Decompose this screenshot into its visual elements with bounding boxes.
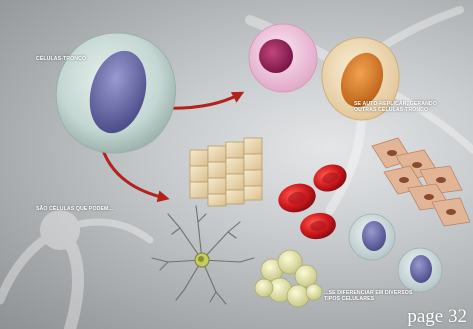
label-self-renew-line-2: OUTRAS CÉLULAS-TRONCO (354, 107, 437, 113)
stem-cell-illustration (56, 33, 175, 153)
label-differentiate-line-2: TIPOS CELULARES (324, 296, 413, 302)
fat-cells-illustration (255, 250, 322, 307)
label-stem-cells: CÉLULAS-TRONCO (36, 56, 86, 62)
small-stem-cell-2 (398, 248, 442, 292)
pink-cell-illustration (249, 24, 317, 92)
small-stem-cell-1 (349, 214, 395, 260)
label-self-renew: SE AUTO-REPLICAR, GERANDO OUTRAS CÉLULAS… (354, 101, 437, 113)
neuron-illustration (152, 206, 254, 304)
page-number: page 32 (407, 307, 467, 327)
label-differentiate: ...SE DIFERENCIAR EM DIVERSOS TIPOS CELU… (324, 290, 413, 302)
epithelial-cells-illustration (190, 138, 262, 206)
spindle-cells-illustration (372, 138, 470, 226)
label-can-be: SÃO CÉLULAS QUE PODEM... (36, 206, 113, 212)
